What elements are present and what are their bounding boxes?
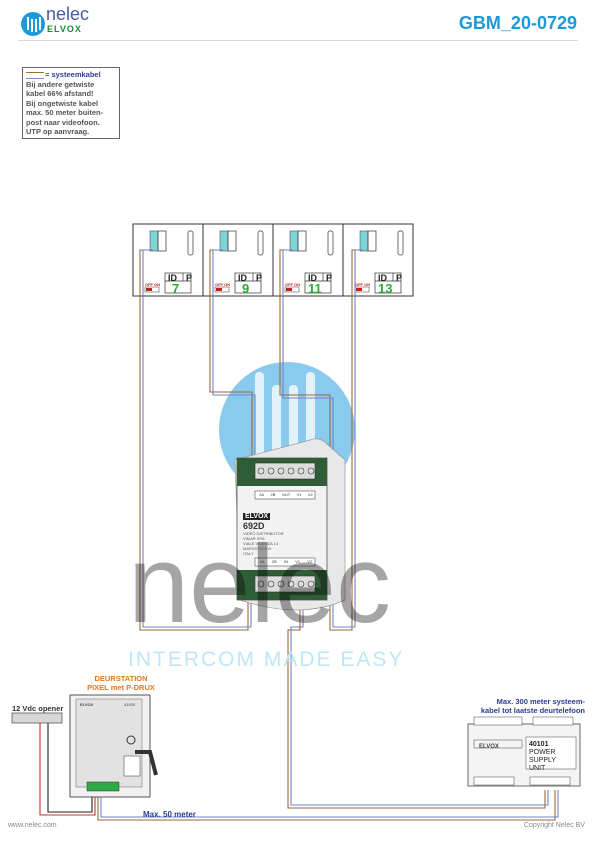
top-terminal-label: 2A (259, 492, 265, 497)
monitor-1-switch-label: OFF ON (145, 282, 161, 287)
distributor-brand: ELVOX (243, 513, 271, 520)
bottom-terminal-label: IN (283, 559, 288, 564)
door-station-title-line2: PIXEL met P-DRUX (87, 683, 155, 692)
distributor-description: VIDEO DISTRIBUTOR VIMAR SPA VIALE VICENZ… (243, 531, 284, 556)
legend-line-4: Bij ongetwiste kabel (26, 98, 99, 108)
nelec-logo-icon (21, 12, 45, 36)
watermark-tagline: INTERCOM MADE EASY (128, 648, 405, 671)
logo-brand: ELVOX (47, 24, 82, 34)
psu-line2: SUPPLY (529, 757, 557, 764)
legend-line-2: Bij andere getwiste (26, 79, 95, 89)
footer-website[interactable]: www.nelec.com (8, 822, 57, 829)
door-station-brand: ELVOX (80, 702, 94, 707)
psu-line3: UNIT (529, 765, 546, 772)
watermark-word: nelec (128, 523, 391, 646)
video-distributor-692d (234, 438, 346, 611)
max300-line2: kabel tot laatste deurtelefoon (480, 706, 585, 715)
distributor-model: 692D (243, 521, 265, 531)
bottom-terminal-label: 2A (259, 559, 265, 564)
legend-line-7: UTP op aanvraag. (26, 127, 90, 136)
legend-line-6: post naar videofoon. (26, 117, 100, 127)
max300-note: Max. 300 meter systeem- kabel tot laatst… (445, 697, 585, 715)
door-opener (11, 712, 63, 724)
system-cables (39, 249, 559, 821)
monitor-1-p-label: P (186, 273, 193, 283)
legend-box: = systeemkabel Bij andere getwiste kabel… (22, 67, 120, 139)
monitor-4-number: 13 (378, 281, 393, 296)
max300-line1: Max. 300 meter systeem- (496, 697, 585, 706)
psu-line1: POWER (529, 749, 556, 756)
monitor-4-switch-label: OFF ON (355, 282, 371, 287)
monitor-4-id-label: ID (378, 273, 387, 283)
distributor-bottom-terminals: 2A 2B IN V1 V2 (256, 559, 316, 564)
monitor-1-id-label: ID (168, 273, 177, 283)
legend-line-1: = systeemkabel (26, 70, 116, 80)
monitor-2-id-label: ID (238, 273, 247, 283)
psu-brand: ELVOX (479, 744, 499, 750)
door-station-title-line1: DEURSTATION (94, 674, 148, 683)
monitor-1-number: 7 (172, 281, 180, 296)
document-code: GBM_20-0729 (458, 13, 577, 33)
opener-label: 12 Vdc opener (12, 704, 64, 713)
monitor-bank (132, 223, 414, 297)
header-divider (18, 40, 578, 41)
cable-swatch-icon (26, 71, 44, 79)
logo-name: nelec (46, 4, 90, 24)
monitor-2-switch-label: OFF ON (215, 282, 231, 287)
psu-code: 40101 (529, 741, 549, 748)
monitor-3-id-label: ID (308, 273, 317, 283)
top-terminal-label: OUT (281, 492, 291, 497)
door-station-device (69, 694, 158, 798)
power-supply-unit (467, 716, 581, 787)
top-terminal-label: 2B (270, 492, 276, 497)
distributor-top-terminals: 2A 2B OUT V1 V2 (256, 492, 316, 497)
top-terminal-label: V2 (307, 492, 313, 497)
monitor-3-switch-label: OFF ON (285, 282, 301, 287)
monitor-3-p-label: P (326, 273, 333, 283)
monitor-2-number: 9 (242, 281, 250, 296)
legend-line-5: max. 50 meter buiten- (26, 108, 104, 117)
bottom-terminal-label: V2 (307, 559, 313, 564)
bottom-terminal-label: 2B (271, 559, 277, 564)
door-station-title: DEURSTATION PIXEL met P-DRUX (66, 674, 176, 692)
monitor-2-p-label: P (256, 273, 263, 283)
legend-line-3: kabel 66% afstand! (26, 89, 94, 98)
footer-copyright: Copyright Nelec BV (523, 822, 585, 829)
monitor-4-p-label: P (396, 273, 403, 283)
top-terminal-label: V1 (296, 492, 302, 497)
bottom-terminal-label: V1 (295, 559, 301, 564)
door-station-code: 41000 (124, 702, 136, 707)
psu-label: 40101 POWER SUPPLY UNIT (529, 741, 556, 773)
max50-note: Max. 50 meter (143, 810, 196, 819)
monitor-3-number: 11 (308, 281, 322, 296)
